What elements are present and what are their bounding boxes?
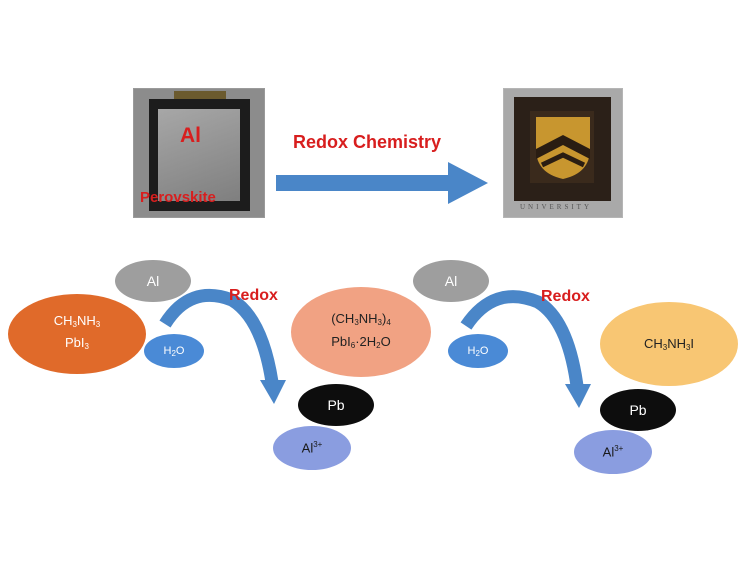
hydrate-intermediate: (CH3NH3)4 PbI6·2H2O: [291, 287, 431, 377]
al-photo-label: Al: [180, 124, 201, 147]
mai-product: CH3NH3I: [600, 302, 738, 386]
curved-arrow-2: [460, 290, 584, 387]
aluminum-reactant-1: Al: [115, 260, 191, 302]
curved-arrow-2-head: [565, 384, 591, 408]
shield-logo: [536, 117, 590, 179]
water-reactant-1: H2O: [144, 334, 204, 368]
water-reactant-2: H2O: [448, 334, 508, 368]
lead-product-2: Pb: [600, 389, 676, 431]
contact-tab: [174, 91, 226, 101]
perovskite-device-photo: [133, 88, 265, 218]
redox-chemistry-label: Redox Chemistry: [293, 132, 442, 152]
mapbi3-reactant: CH3NH3 PbI3: [8, 294, 146, 374]
redox-label-1: Redox: [229, 287, 278, 304]
redox-label-2: Redox: [541, 288, 590, 305]
aluminum-reactant-2: Al: [413, 260, 489, 302]
process-arrow: [276, 162, 488, 204]
curved-arrow-1-head: [260, 380, 286, 404]
lead-product-1: Pb: [298, 384, 374, 426]
perovskite-film: [158, 109, 240, 201]
curved-arrow-1: [159, 288, 279, 384]
perovskite-photo-label: Perovskite: [140, 189, 216, 206]
photo-caption: UNIVERSITY: [520, 203, 592, 211]
patterned-film-photo: UNIVERSITY: [503, 88, 623, 218]
al3-ion-product-1: Al3+: [273, 426, 351, 470]
al3-ion-product-2: Al3+: [574, 430, 652, 474]
